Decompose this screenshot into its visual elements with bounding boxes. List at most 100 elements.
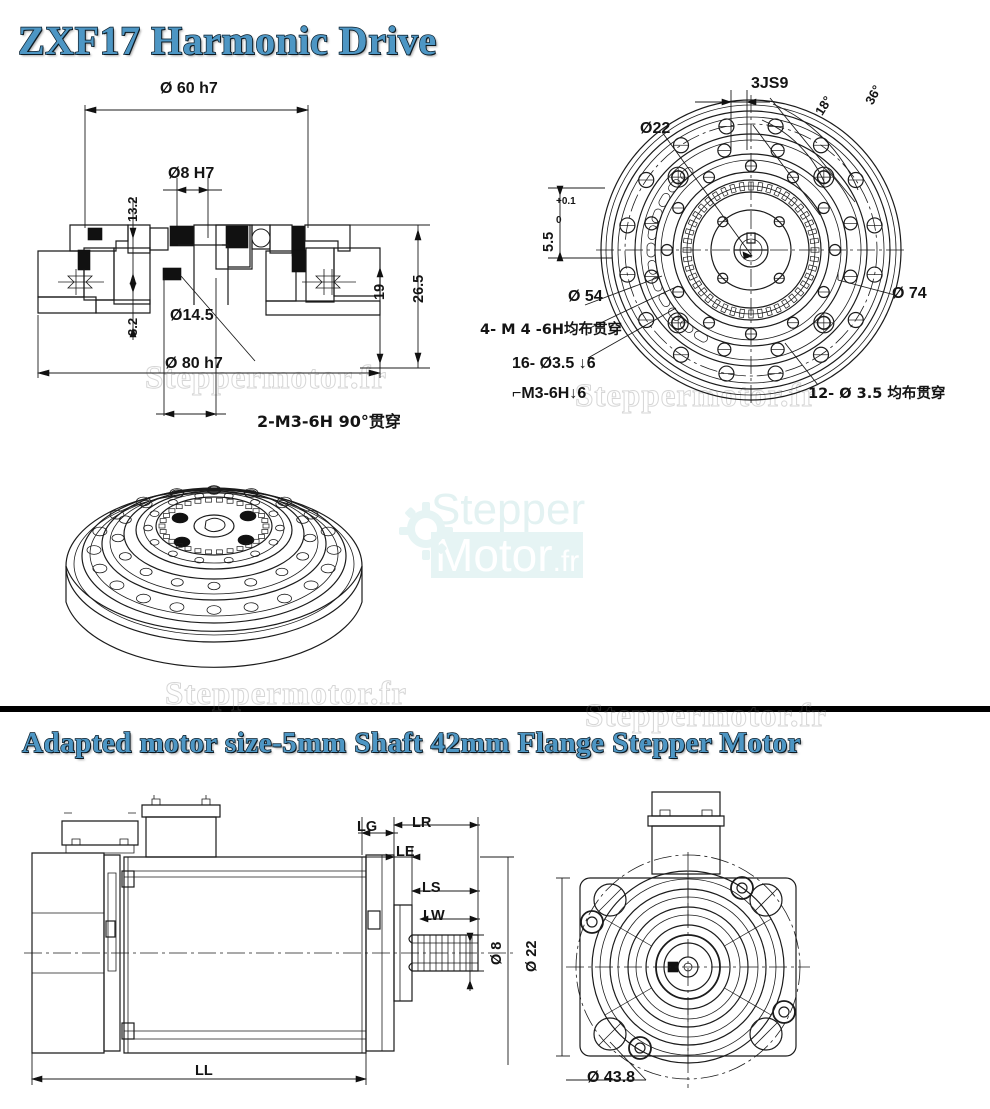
iso-tooth-5 <box>236 546 244 551</box>
iso-hole-mid-12 <box>207 485 221 495</box>
harmonic-face-view-drawing <box>596 95 906 405</box>
spline-tooth-6 <box>794 203 805 213</box>
spline-tooth-29 <box>692 280 703 290</box>
iso-hole-inner-13 <box>268 510 279 517</box>
bolt-hole-outer-4 <box>718 365 735 382</box>
iso-hole-inner-12 <box>250 499 261 506</box>
mount-hole-br <box>749 1017 783 1051</box>
dim-lw-line <box>419 915 480 923</box>
watermark-logo: Stepper Motor.fr <box>399 485 586 578</box>
gear-icon <box>399 502 453 560</box>
mount-hole-bl <box>593 1017 627 1051</box>
dim-flange-22 <box>480 856 514 1065</box>
bolt-symbol-left <box>58 269 104 295</box>
arc-slot-10 <box>668 179 681 193</box>
iso-hole-mid-4 <box>207 581 221 591</box>
dim-line-8h7 <box>163 178 222 238</box>
label-callout-m3-6h: ⌐M3-6H↓6 <box>512 385 587 402</box>
iso-hole-inner-10 <box>194 492 205 500</box>
iso-tooth-7 <box>216 549 223 555</box>
label-diameter-74: Ø 74 <box>892 285 927 302</box>
spline-tooth-18 <box>781 298 791 309</box>
iso-hole-mid-1 <box>296 552 310 561</box>
iso-tooth-15 <box>158 523 166 529</box>
label-tol-lower: 0 <box>556 215 562 226</box>
label-ls: LS <box>422 880 441 896</box>
dim-shaft-8 <box>454 932 484 991</box>
label-diameter-60h7: Ø 60 h7 <box>160 80 218 97</box>
iso-hole-outer-11 <box>92 526 108 537</box>
spline-tooth-16 <box>794 287 805 297</box>
spline-tooth-5 <box>788 196 798 207</box>
iso-tooth-14 <box>159 529 167 534</box>
spline-tooth-14 <box>804 272 815 281</box>
dim-line-14-5 <box>156 278 226 418</box>
arc-slot-2 <box>668 307 681 321</box>
iso-tooth-25 <box>236 501 244 506</box>
iso-tooth-20 <box>184 501 192 506</box>
arc-slot-9 <box>658 193 671 207</box>
iso-hole-outer-3 <box>277 593 292 604</box>
spline-tooth-0 <box>748 181 754 191</box>
iso-hole-inner-6 <box>149 539 160 546</box>
iso-tooth-9 <box>194 548 202 554</box>
spline-tooth-28 <box>697 287 708 297</box>
label-height-26-5: 26.5 <box>411 274 427 303</box>
arc-slot-6 <box>646 242 656 258</box>
section-divider <box>0 706 990 712</box>
iso-hole-mid-5 <box>170 578 184 587</box>
watermark-logo-line1: Stepper <box>431 485 586 534</box>
section-upper-left <box>69 224 251 268</box>
spline-tooth-24 <box>729 306 737 317</box>
front-connector-body <box>651 825 721 875</box>
iso-hole-inner-2 <box>250 550 261 557</box>
iso-tooth-6 <box>226 548 234 554</box>
iso-hole-inner-0 <box>275 524 285 532</box>
label-lw: LW <box>423 908 445 924</box>
spline-tooth-25 <box>720 303 729 314</box>
rear-flange <box>103 854 121 1052</box>
page-title-harmonic-drive: ZXF17 Harmonic Drive <box>17 17 437 63</box>
front-connector-shaft <box>651 791 721 817</box>
bolt-hole-outer-11 <box>718 118 735 135</box>
iso-hole-mid-10 <box>139 499 153 509</box>
iso-hole-inner-7 <box>143 524 153 532</box>
spline-tooth-38 <box>697 203 708 213</box>
spline-tooth-7 <box>799 210 810 220</box>
label-pilot-diameter-43-8: Ø 43.8 <box>587 1069 636 1086</box>
label-diameter-8h7: Ø8 H7 <box>168 165 215 182</box>
arc-slot-4 <box>651 277 663 292</box>
iso-hole-outer-4 <box>243 602 259 612</box>
label-callout-16-d3-5: 16- Ø3.5 ↓6 <box>512 355 596 372</box>
spline-tooth-34 <box>682 237 693 245</box>
iso-hole-mid-0 <box>303 533 317 543</box>
spline-tooth-13 <box>807 264 818 272</box>
iso-hole-outer-1 <box>320 563 336 574</box>
arc-slot-11 <box>680 167 694 180</box>
spline-tooth-35 <box>684 228 695 236</box>
spline-tooth-4 <box>781 191 791 202</box>
iso-hole-mid-13 <box>244 489 258 498</box>
bolt-symbol-right <box>302 269 356 295</box>
iso-tooth-21 <box>194 498 202 504</box>
mount-hole-tl <box>593 883 627 917</box>
iso-tooth-11 <box>175 542 183 548</box>
spline-tooth-19 <box>773 303 782 314</box>
iso-tooth-22 <box>205 497 212 503</box>
iso-tooth-3 <box>252 538 260 544</box>
iso-hole-mid-14 <box>275 499 289 509</box>
spline-tooth-3 <box>773 186 782 197</box>
top-connector-cap <box>141 804 221 818</box>
iso-hole-outer-2 <box>303 580 319 591</box>
motor-front-view-drawing <box>548 791 848 1092</box>
iso-tooth-12 <box>168 538 176 544</box>
iso-hole-outer-7 <box>136 593 151 604</box>
iso-hole-inner-1 <box>268 539 279 546</box>
label-lr: LR <box>412 815 432 831</box>
iso-tooth-23 <box>216 497 223 503</box>
iso-hole-outer-9 <box>92 563 108 574</box>
iso-tooth-28 <box>258 513 265 518</box>
front-boss <box>393 904 413 1002</box>
iso-hole-mid-9 <box>118 515 132 524</box>
dim-ls-line <box>411 887 480 895</box>
